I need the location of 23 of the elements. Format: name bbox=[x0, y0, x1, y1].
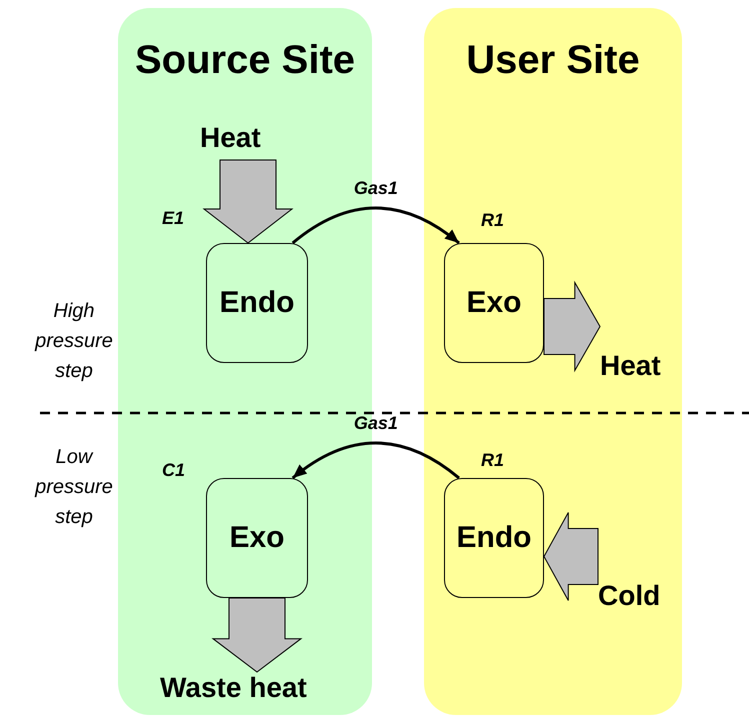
flow-label: Cold bbox=[598, 515, 678, 612]
reactor-box: Endo bbox=[444, 478, 544, 598]
edge-label: Gas1 bbox=[354, 178, 398, 199]
reactor-tag: C1 bbox=[162, 460, 186, 481]
reactor-tag: R1 bbox=[481, 210, 504, 231]
arrow bbox=[292, 206, 460, 244]
edge-label: Gas1 bbox=[354, 413, 398, 434]
step-label: High pressure step bbox=[34, 299, 114, 384]
reactor-tag: E1 bbox=[162, 208, 184, 229]
block-arrow bbox=[543, 512, 598, 601]
site-column bbox=[424, 8, 682, 715]
reactor-tag: R1 bbox=[481, 450, 504, 471]
reactor-box: Endo bbox=[206, 243, 308, 363]
column-title: User Site bbox=[465, 38, 641, 82]
step-label: Low pressure step bbox=[34, 445, 114, 530]
flow-label: Heat bbox=[200, 122, 290, 160]
block-arrow bbox=[212, 598, 302, 673]
block-arrow bbox=[544, 280, 601, 372]
flow-label: Heat bbox=[600, 290, 680, 382]
column-title: Source Site bbox=[134, 38, 356, 82]
block-arrow bbox=[202, 160, 294, 244]
flow-label: Waste heat bbox=[160, 672, 360, 712]
arrow bbox=[292, 442, 460, 480]
